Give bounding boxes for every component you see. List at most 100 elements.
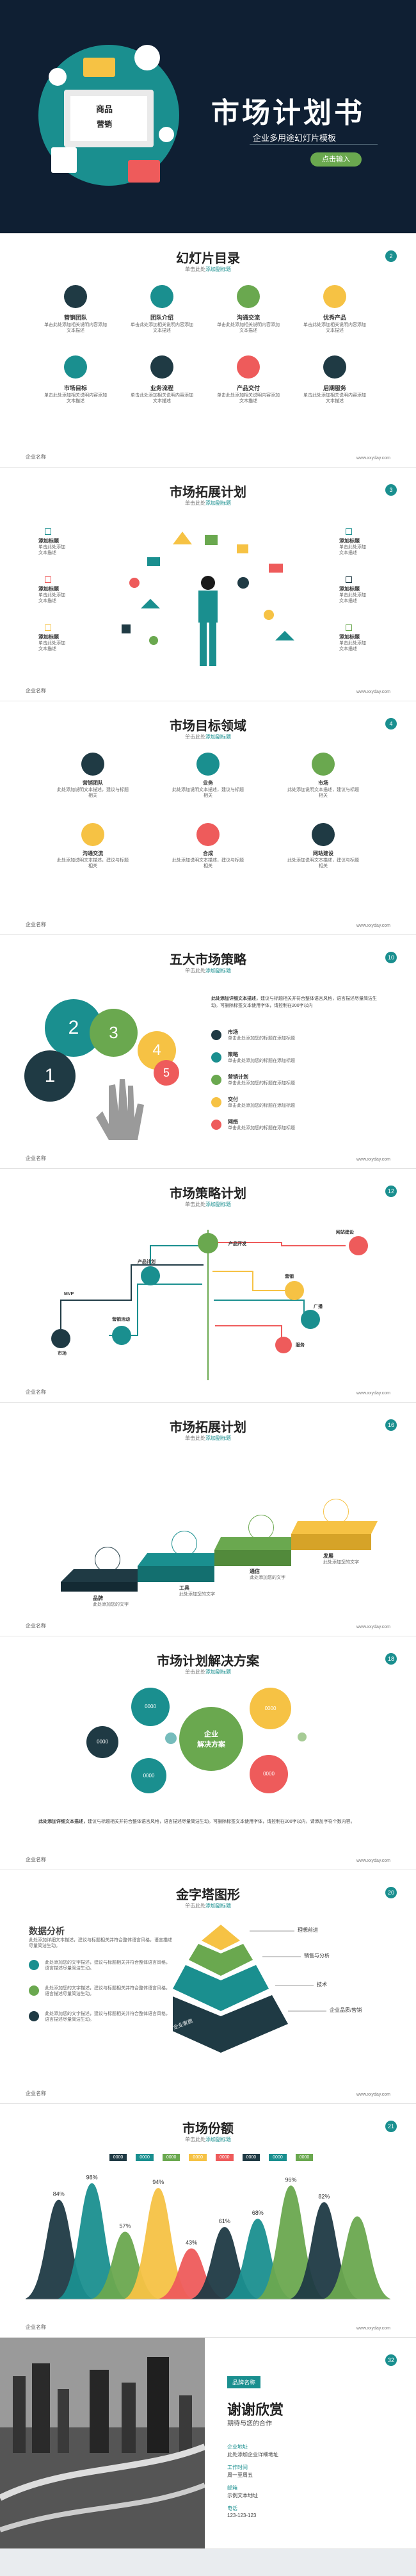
node-label-campaign: 营销活动	[112, 1317, 130, 1322]
field-label: 工作时间	[227, 2465, 248, 2470]
bubble-5: 5	[154, 1060, 179, 1086]
footer-url[interactable]: www.xxyday.com	[356, 2092, 390, 2097]
footer-company: 企业名称	[26, 1389, 46, 1395]
solution-center: 企业 解决方案	[179, 1707, 243, 1771]
left-item-label: 添加标题	[38, 634, 59, 640]
field-icon-6	[312, 823, 335, 846]
field-icon-3	[312, 753, 335, 776]
strategy-dot-5	[211, 1120, 221, 1130]
business-icons-cluster	[122, 532, 294, 666]
slide-solution: 市场计划解决方案 单击此处添加副标题 18 0000 0000 0000 000…	[0, 1636, 416, 1870]
slide-subtitle: 单击此处添加副标题	[185, 500, 231, 506]
node-marketing-icon	[285, 1281, 304, 1300]
solution-node-3: 0000	[131, 1758, 166, 1793]
market-share-chart: 84%98%57%94%43%61%68%96%82%	[26, 2174, 390, 2300]
toc-label-8: 后期服务	[323, 385, 346, 391]
left-item-desc: 单击此处添加文本描述	[38, 641, 65, 652]
footer-url[interactable]: www.xxyday.com	[356, 2326, 390, 2331]
cover-button[interactable]: 点击输入	[310, 152, 362, 167]
toc-label-4: 优秀产品	[323, 314, 346, 321]
toc-icon-2	[150, 285, 173, 308]
businessman-figure	[198, 576, 218, 666]
left-item-desc: 单击此处添加文本描述	[38, 545, 65, 556]
doc-icon	[346, 624, 352, 631]
footer-company: 企业名称	[26, 1857, 46, 1863]
slide-subtitle: 单击此处添加副标题	[185, 1669, 231, 1675]
page-number: 2	[385, 250, 397, 262]
chart-icons	[122, 532, 294, 645]
step-label-2: 工具	[179, 1585, 189, 1591]
data-label-5: 43%	[186, 2239, 197, 2246]
footer-url[interactable]: www.xxyday.com	[356, 1859, 390, 1863]
footer-url[interactable]: www.xxyday.com	[356, 1391, 390, 1396]
legend-item: 0000	[216, 2154, 234, 2161]
pyramid-right-1: 理想前进	[298, 1927, 318, 1933]
right-item-label: 添加标题	[339, 538, 360, 544]
bubble-1: 1	[24, 1050, 76, 1102]
slide-title: 金字塔图形	[176, 1888, 240, 1902]
page-number: 16	[385, 1419, 397, 1431]
footer-company: 企业名称	[26, 2091, 46, 2096]
pyramid-leader-lines	[250, 1930, 326, 2012]
slide-subtitle: 单击此处添加副标题	[185, 1435, 231, 1441]
strategy-desc-3: 单击此处添加您的标题在添加标题	[228, 1081, 295, 1086]
field-label-5: 合成	[203, 851, 213, 856]
left-item-desc: 单击此处添加文本描述	[38, 593, 65, 604]
step-desc-4: 此处添加您的文字	[323, 1560, 359, 1565]
solution-node-4: 0000	[250, 1688, 291, 1729]
field-label-4: 沟通交流	[83, 851, 103, 856]
field-icon-4	[81, 823, 104, 846]
footer-url[interactable]: www.xxyday.com	[356, 1157, 390, 1162]
node-root-icon	[198, 1233, 218, 1253]
slide-subtitle: 单击此处添加副标题	[185, 1903, 231, 1909]
field-desc-1: 此处添加说明文本描述，建议与标题相关	[57, 788, 129, 799]
toc-desc-5: 单击此处添加相关说明内容添加文本描述	[44, 393, 107, 404]
field-value: 123-123-123	[227, 2513, 257, 2518]
solution-dot	[298, 1732, 307, 1741]
footer-url[interactable]: www.xxyday.com	[356, 924, 390, 928]
pyramid-right-4: 企业品质/营销	[330, 2007, 362, 2013]
footer-url[interactable]: www.xxyday.com	[356, 1625, 390, 1629]
analysis-heading: 数据分析	[29, 1926, 65, 1936]
strategy-desc-5: 单击此处添加您的标题在添加标题	[228, 1126, 295, 1130]
slide-title: 市场拓展计划	[170, 485, 246, 500]
toc-icon-6	[150, 355, 173, 379]
data-label-2: 98%	[86, 2174, 98, 2181]
right-item-desc: 单击此处添加文本描述	[339, 545, 366, 556]
toc-desc-3: 单击此处添加相关说明内容添加文本描述	[217, 323, 280, 334]
strategy-dot-2	[211, 1052, 221, 1063]
thanks-title: 谢谢欣赏	[227, 2402, 284, 2418]
step-label-3: 通信	[250, 1569, 260, 1574]
slide-pyramid: 金字塔图形 单击此处添加副标题 20 数据分析 此处添加详细文本描述，建议与标题…	[0, 1870, 416, 2104]
footer-url[interactable]: www.xxyday.com	[356, 456, 390, 461]
slide-title: 五大市场策略	[170, 953, 246, 967]
field-label: 电话	[227, 2506, 237, 2511]
toc-desc-6: 单击此处添加相关说明内容添加文本描述	[131, 393, 193, 404]
thanks-subtitle: 期待与您的合作	[227, 2420, 272, 2427]
slide-thanks: 32 品牌名称 谢谢欣赏 期待与您的合作 企业地址 此处添加企业详细地址 工作时…	[0, 2338, 416, 2549]
node-service-icon	[275, 1337, 292, 1353]
footer-company: 企业名称	[26, 2324, 46, 2330]
field-label-6: 网站建设	[313, 851, 333, 856]
left-item-label: 添加标题	[38, 538, 59, 544]
slide-subtitle: 单击此处添加副标题	[185, 734, 231, 740]
toc-label-1: 营销团队	[63, 314, 87, 321]
data-label-6: 61%	[219, 2218, 230, 2224]
toc-label-5: 市场目标	[63, 385, 87, 391]
toc-desc-8: 单击此处添加相关说明内容添加文本描述	[303, 393, 366, 404]
strategy-label-4: 交付	[228, 1096, 238, 1102]
field-value: 示例文本地址	[227, 2493, 258, 2499]
step-desc-2: 此处添加您的文字	[179, 1592, 215, 1597]
page-number: 12	[385, 1186, 397, 1197]
left-item-label: 添加标题	[38, 586, 59, 592]
toc-icon-7	[237, 355, 260, 379]
node-label-service: 服务	[296, 1343, 305, 1348]
strategy-dot-3	[211, 1075, 221, 1085]
node-label-market: 市场	[58, 1351, 67, 1356]
footer-company: 企业名称	[26, 454, 46, 460]
footer-url[interactable]: www.xxyday.com	[356, 690, 390, 694]
page-number: 10	[385, 952, 397, 963]
toc-icon-5	[64, 355, 87, 379]
toc-desc-4: 单击此处添加相关说明内容添加文本描述	[303, 323, 366, 334]
node-label-website: 网站建设	[336, 1230, 354, 1235]
